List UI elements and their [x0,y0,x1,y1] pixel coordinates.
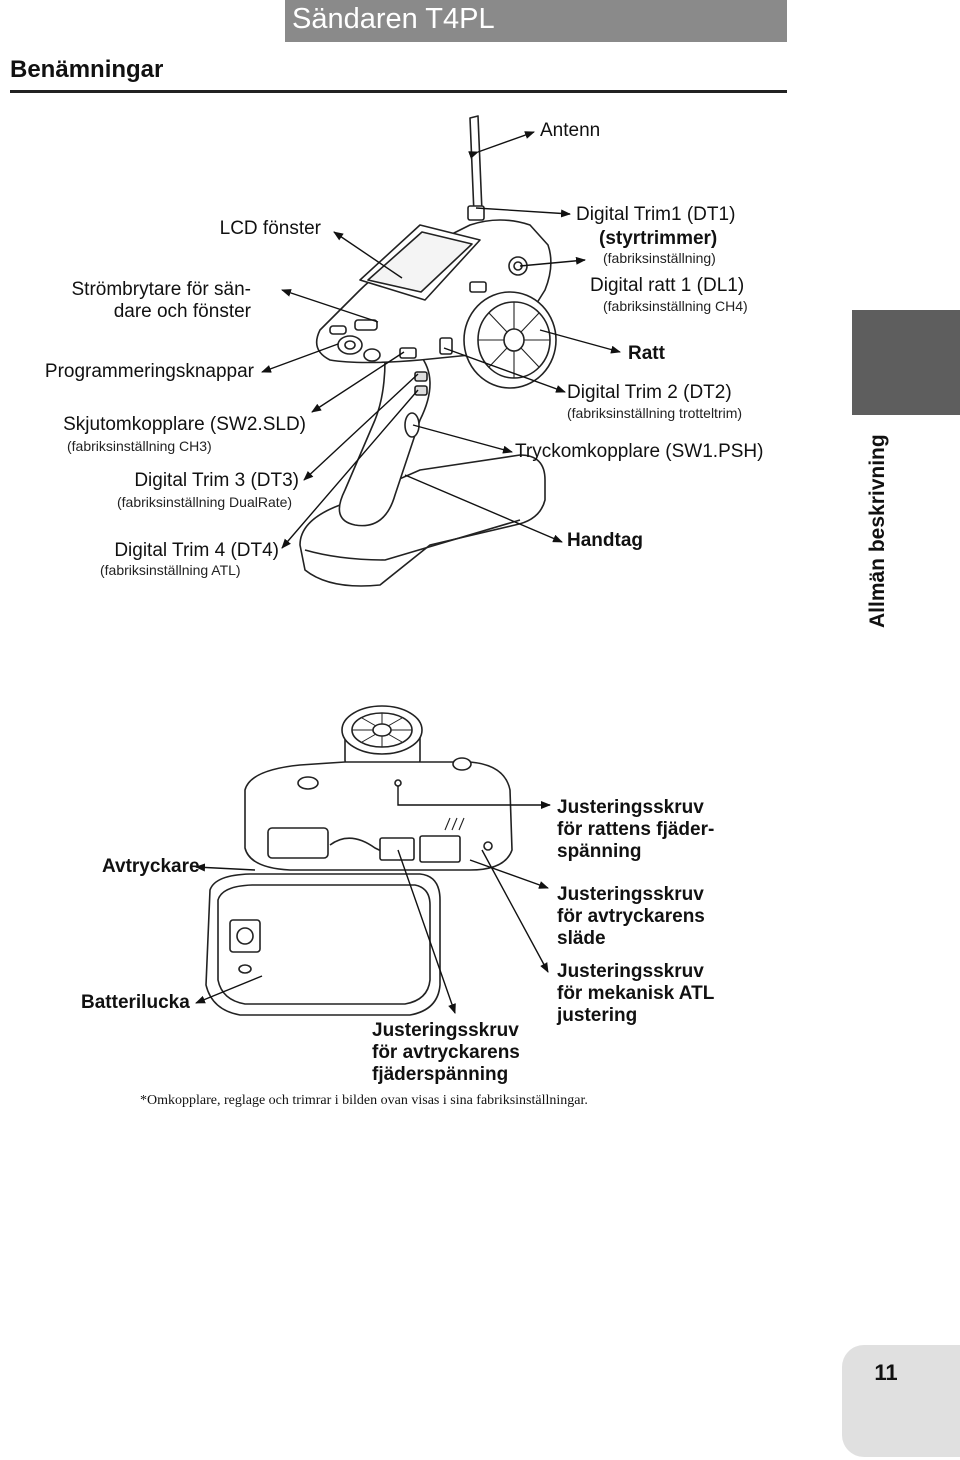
section-heading: Benämningar [10,56,164,83]
label-digital-trim-1-line2: (styrtrimmer) [599,228,718,249]
note-slide-switch: (fabriksinställning CH3) [67,438,212,454]
bottom-leader-lines [195,786,551,1014]
label-wheel-spring-screw-1: Justeringsskruv [557,797,704,818]
label-wheel: Ratt [628,343,665,364]
label-trigger-spring-screw-1: Justeringsskruv [372,1020,519,1041]
note-digital-dial-1: (fabriksinställning CH4) [603,298,748,314]
label-trigger-spring-screw-2: för avtryckarens [372,1042,520,1063]
antenna-drawing [469,115,483,215]
page-title: Sändaren T4PL [292,3,495,35]
label-battery-cover: Batterilucka [81,992,190,1013]
note-digital-trim-2: (fabriksinställning trotteltrim) [567,405,743,421]
label-wheel-spring-screw-2: för rattens fjäder- [557,819,715,840]
label-lcd-window: LCD fönster [219,218,321,239]
label-grip: Handtag [567,530,643,551]
label-power-switch-line2: dare och fönster [113,301,251,322]
label-antenna: Antenn [540,120,601,141]
label-programming-keys: Programmeringsknappar [44,361,254,382]
transmitter-top-drawing [299,115,557,587]
label-push-switch: Tryckomkopplare (SW1.PSH) [515,441,764,462]
label-digital-trim-1: Digital Trim1 (DT1) [576,204,736,225]
heading-rule [10,90,787,93]
page-number-tab [842,1345,960,1457]
label-wheel-spring-screw-3: spänning [557,841,642,862]
label-power-switch: Strömbrytare för sän- [71,279,252,300]
side-tab-block [852,310,960,415]
label-trigger-spring-screw-3: fjäderspänning [372,1064,509,1085]
page-number: 11 [874,1360,898,1385]
note-digital-trim-3: (fabriksinställning DualRate) [117,494,293,510]
label-atl-screw-2: för mekanisk ATL [557,983,715,1004]
label-trigger-slide-screw-1: Justeringsskruv [557,884,704,905]
label-trigger: Avtryckare [102,856,200,877]
label-digital-trim-4: Digital Trim 4 (DT4) [114,540,279,561]
label-digital-trim-3: Digital Trim 3 (DT3) [134,470,299,491]
label-digital-trim-2: Digital Trim 2 (DT2) [567,382,732,403]
label-trigger-slide-screw-2: för avtryckarens [557,906,705,927]
transmitter-bottom-drawing [205,705,513,1016]
battery-cover-drawing [205,873,441,1016]
label-atl-screw-3: justering [557,1005,638,1026]
header-bar [285,0,787,42]
note-digital-trim-4: (fabriksinställning ATL) [100,562,241,578]
label-digital-dial-1: Digital ratt 1 (DL1) [590,275,745,296]
label-trigger-slide-screw-3: släde [557,928,606,949]
label-slide-switch: Skjutomkopplare (SW2.SLD) [63,414,306,435]
top-leader-lines [261,131,621,549]
grip-drawing [338,354,431,527]
label-atl-screw-1: Justeringsskruv [557,961,704,982]
footnote: *Omkopplare, reglage och trimrar i bilde… [140,1093,588,1108]
note-digital-trim-1: (fabriksinställning) [603,250,716,266]
